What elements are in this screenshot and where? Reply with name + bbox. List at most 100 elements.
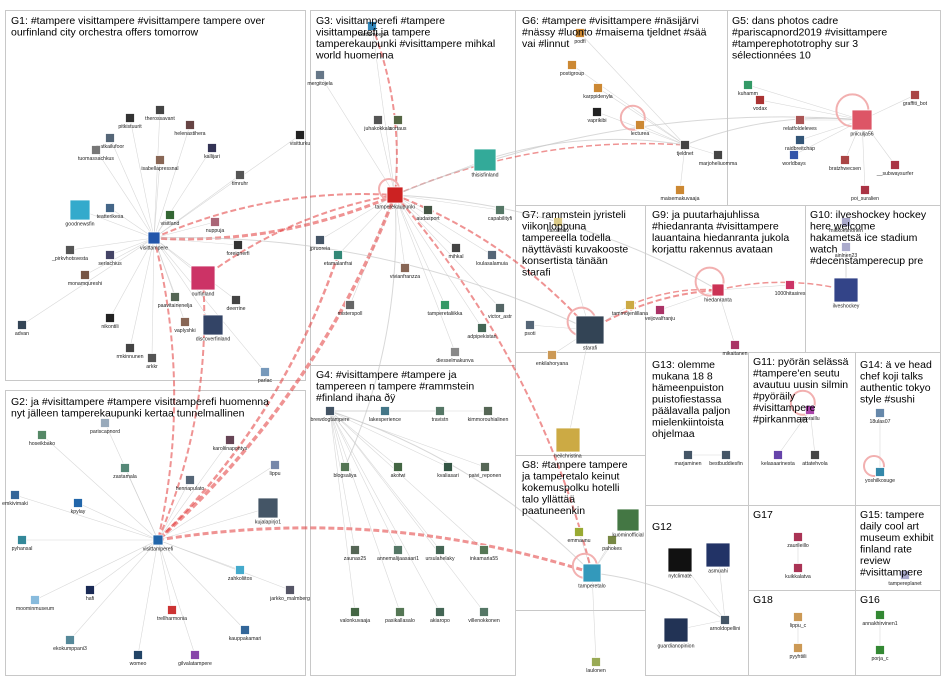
node-kelasaarinesta[interactable]: kelasaarinesta: [761, 450, 795, 468]
node-graffiti-bot[interactable]: graffiti_bot: [903, 90, 928, 108]
node-pahokes[interactable]: pahokes: [602, 535, 622, 553]
node-travistn[interactable]: travistn: [432, 406, 449, 424]
node-akotwi[interactable]: akotwi: [391, 462, 406, 480]
node-attatehvola[interactable]: attatehvola: [802, 450, 828, 468]
node-lippu-c[interactable]: lippu_c: [790, 612, 807, 630]
node-priiculja56[interactable]: priiculja56: [850, 109, 874, 138]
node-capabilityfi[interactable]: capabilityfi: [488, 205, 512, 223]
node-mergitojela[interactable]: mergitojela: [307, 70, 333, 88]
node-hoseikbako[interactable]: hoseikbako: [29, 430, 55, 448]
node-valonkuvaaja[interactable]: valonkuvaaja: [340, 607, 370, 625]
node-raidbreitchap[interactable]: raidbreitchap: [785, 135, 815, 153]
node-villenokkonen[interactable]: villenokkonen: [468, 607, 500, 625]
node-gilvalatampere[interactable]: gilvalatampere: [178, 650, 212, 668]
node--pirkvhotsvesta[interactable]: _pirkvhotsvesta: [51, 245, 88, 263]
node-kauppakamari[interactable]: kauppakamari: [229, 625, 262, 643]
node-enkilahoryana[interactable]: enkilahoryana: [536, 350, 568, 368]
node-annemalijaasaari1[interactable]: annemalijaasaari1: [377, 545, 419, 563]
node-monamqureshi[interactable]: monamqureshi: [68, 270, 102, 288]
node-veijovalfranju[interactable]: veijovalfranju: [645, 305, 675, 323]
node-postigroup[interactable]: postigroup: [560, 60, 584, 78]
node-ursulahelaky[interactable]: ursulahelaky: [425, 545, 455, 563]
node-womeo[interactable]: womeo: [130, 650, 147, 668]
node-kimmorouhialinen[interactable]: kimmorouhialinen: [468, 406, 509, 424]
node-tuomassachkus[interactable]: tuomassachkus: [78, 145, 114, 163]
node-laulonen[interactable]: laulonen: [586, 657, 606, 675]
node-visittamperefi[interactable]: visittamperefi: [143, 534, 174, 553]
node-trellharmonia[interactable]: trellharmonia: [157, 605, 187, 623]
node-sortaus[interactable]: sortaus: [389, 115, 407, 133]
node-pasikallasalo[interactable]: pasikallasalo: [385, 607, 415, 625]
node-marjaminen[interactable]: marjaminen: [674, 450, 702, 468]
node-zaurileillo[interactable]: zaurileillo: [787, 532, 809, 550]
node-1000hitasires[interactable]: 1000hitasires: [775, 280, 806, 298]
node-kallijari[interactable]: kallijari: [204, 143, 220, 161]
node-bratzhwecsen[interactable]: bratzhwecsen: [829, 155, 861, 173]
node-victor-astr[interactable]: victor_astr: [488, 303, 512, 321]
node-kujalapirjo1[interactable]: kujalapirjo1: [255, 497, 281, 526]
node-vaprikibi[interactable]: vaprikibi: [587, 107, 607, 125]
node-kuhamm[interactable]: kuhamm: [738, 80, 758, 98]
node-lakesperience[interactable]: lakesperience: [369, 406, 401, 424]
node-bestbuddiesfin[interactable]: bestbuddiesfin: [709, 450, 743, 468]
node-vivianfranzza[interactable]: vivianfranzza: [390, 263, 420, 281]
node-audasport[interactable]: audasport: [416, 205, 440, 223]
node-loulasalamuia[interactable]: loulasalamuia: [476, 250, 508, 268]
node-pariscapnord[interactable]: pariscapnord: [90, 418, 120, 436]
node-visitland[interactable]: visitland: [161, 210, 180, 228]
node-poi-suralien[interactable]: poi_suralien: [851, 185, 879, 203]
node-visitturku[interactable]: visitturku: [290, 130, 311, 148]
node-timruhr[interactable]: timruhr: [232, 170, 248, 188]
node-kuominofficial[interactable]: kuominofficial: [612, 508, 644, 539]
node-kpylay[interactable]: kpylay: [71, 498, 86, 516]
node-pyoraillu[interactable]: pyoraillu: [800, 405, 820, 423]
node-starafi[interactable]: starafi: [575, 315, 605, 352]
node-worldbays[interactable]: worldbays: [782, 150, 806, 168]
node-teatterikesa[interactable]: teatterikesa: [97, 203, 124, 221]
node-nuppuja[interactable]: nuppuja: [206, 217, 225, 235]
node-nikontili[interactable]: nikontili: [101, 313, 119, 331]
node-paivi-reponen[interactable]: paivi_reponen: [469, 462, 502, 480]
node-mihkal[interactable]: mihkal: [449, 243, 464, 261]
node-isabellapressnal[interactable]: isabellapressnal: [141, 155, 179, 173]
node-guardianopinion[interactable]: guardianopinion: [658, 617, 695, 650]
node-misterspoll[interactable]: misterspoll: [338, 300, 363, 318]
node-tammojenlillana[interactable]: tammojenlillana: [612, 300, 648, 318]
node-ourfinland[interactable]: ourfinland: [190, 265, 216, 298]
node-serlachius[interactable]: serlachius: [98, 250, 122, 268]
node-karoliinapontys[interactable]: karoliinapontys: [213, 435, 248, 453]
node-kuikkalatva[interactable]: kuikkalatva: [785, 563, 811, 581]
node-goodnewsfin[interactable]: goodnewsfin: [65, 199, 95, 228]
node-visittampere[interactable]: visittampere: [358, 21, 386, 39]
node-therossavant[interactable]: therossavant: [145, 105, 175, 123]
node-relatfoldeleves[interactable]: relatfoldeleves: [783, 115, 817, 133]
node-foreignerfi[interactable]: foreignerfi: [226, 240, 250, 258]
node-emmaunu[interactable]: emmaunu: [567, 527, 591, 545]
node-mikkoesnonen[interactable]: mikkoesnonen: [829, 217, 863, 235]
node-kvaliasari[interactable]: kvaliasari: [437, 462, 459, 480]
node-18ulas07[interactable]: 18ulas07: [869, 408, 891, 426]
node-zahkoliitos[interactable]: zahkoliitos: [228, 565, 253, 583]
node-hafi[interactable]: hafi: [85, 585, 95, 603]
node-discoverfinland[interactable]: discoverfinland: [196, 314, 231, 343]
node-juhakokkala[interactable]: juhakokkala: [363, 115, 392, 133]
node-vaplyshki[interactable]: vaplyshki: [174, 317, 196, 335]
node-karoliinav[interactable]: karoliinav: [547, 217, 569, 235]
node-lippu[interactable]: lippu: [270, 460, 281, 478]
node-hennapulato[interactable]: hennapulato: [176, 475, 205, 493]
node-moominmuseum[interactable]: moominmuseum: [16, 595, 54, 613]
node-tamperetaliikka[interactable]: tamperetaliikka: [428, 300, 463, 318]
node-tampereplanet[interactable]: tampereplanet: [888, 570, 922, 588]
node-podfi[interactable]: podfi: [574, 28, 586, 46]
node-maisemakuvaaja[interactable]: maisemakuvaaja: [661, 185, 700, 203]
node-jarkko-malmberg[interactable]: jarkko_malmberg: [269, 585, 310, 603]
node-annakhirvinen1[interactable]: annakhirvinen1: [862, 610, 898, 628]
node--subwaysurfer[interactable]: __subwaysurfer: [876, 160, 914, 178]
node-inkamaria55[interactable]: inkamaria55: [470, 545, 498, 563]
node-emkivimaki[interactable]: emkivimaki: [2, 490, 28, 508]
node-psoti[interactable]: psoti: [525, 320, 536, 338]
node-lecturea[interactable]: lecturea: [631, 120, 650, 138]
node-hiedanranta[interactable]: hiedanranta: [704, 283, 732, 304]
node-ainlnen23[interactable]: ainlnen23: [835, 242, 858, 260]
node-advan[interactable]: advan: [15, 320, 29, 338]
